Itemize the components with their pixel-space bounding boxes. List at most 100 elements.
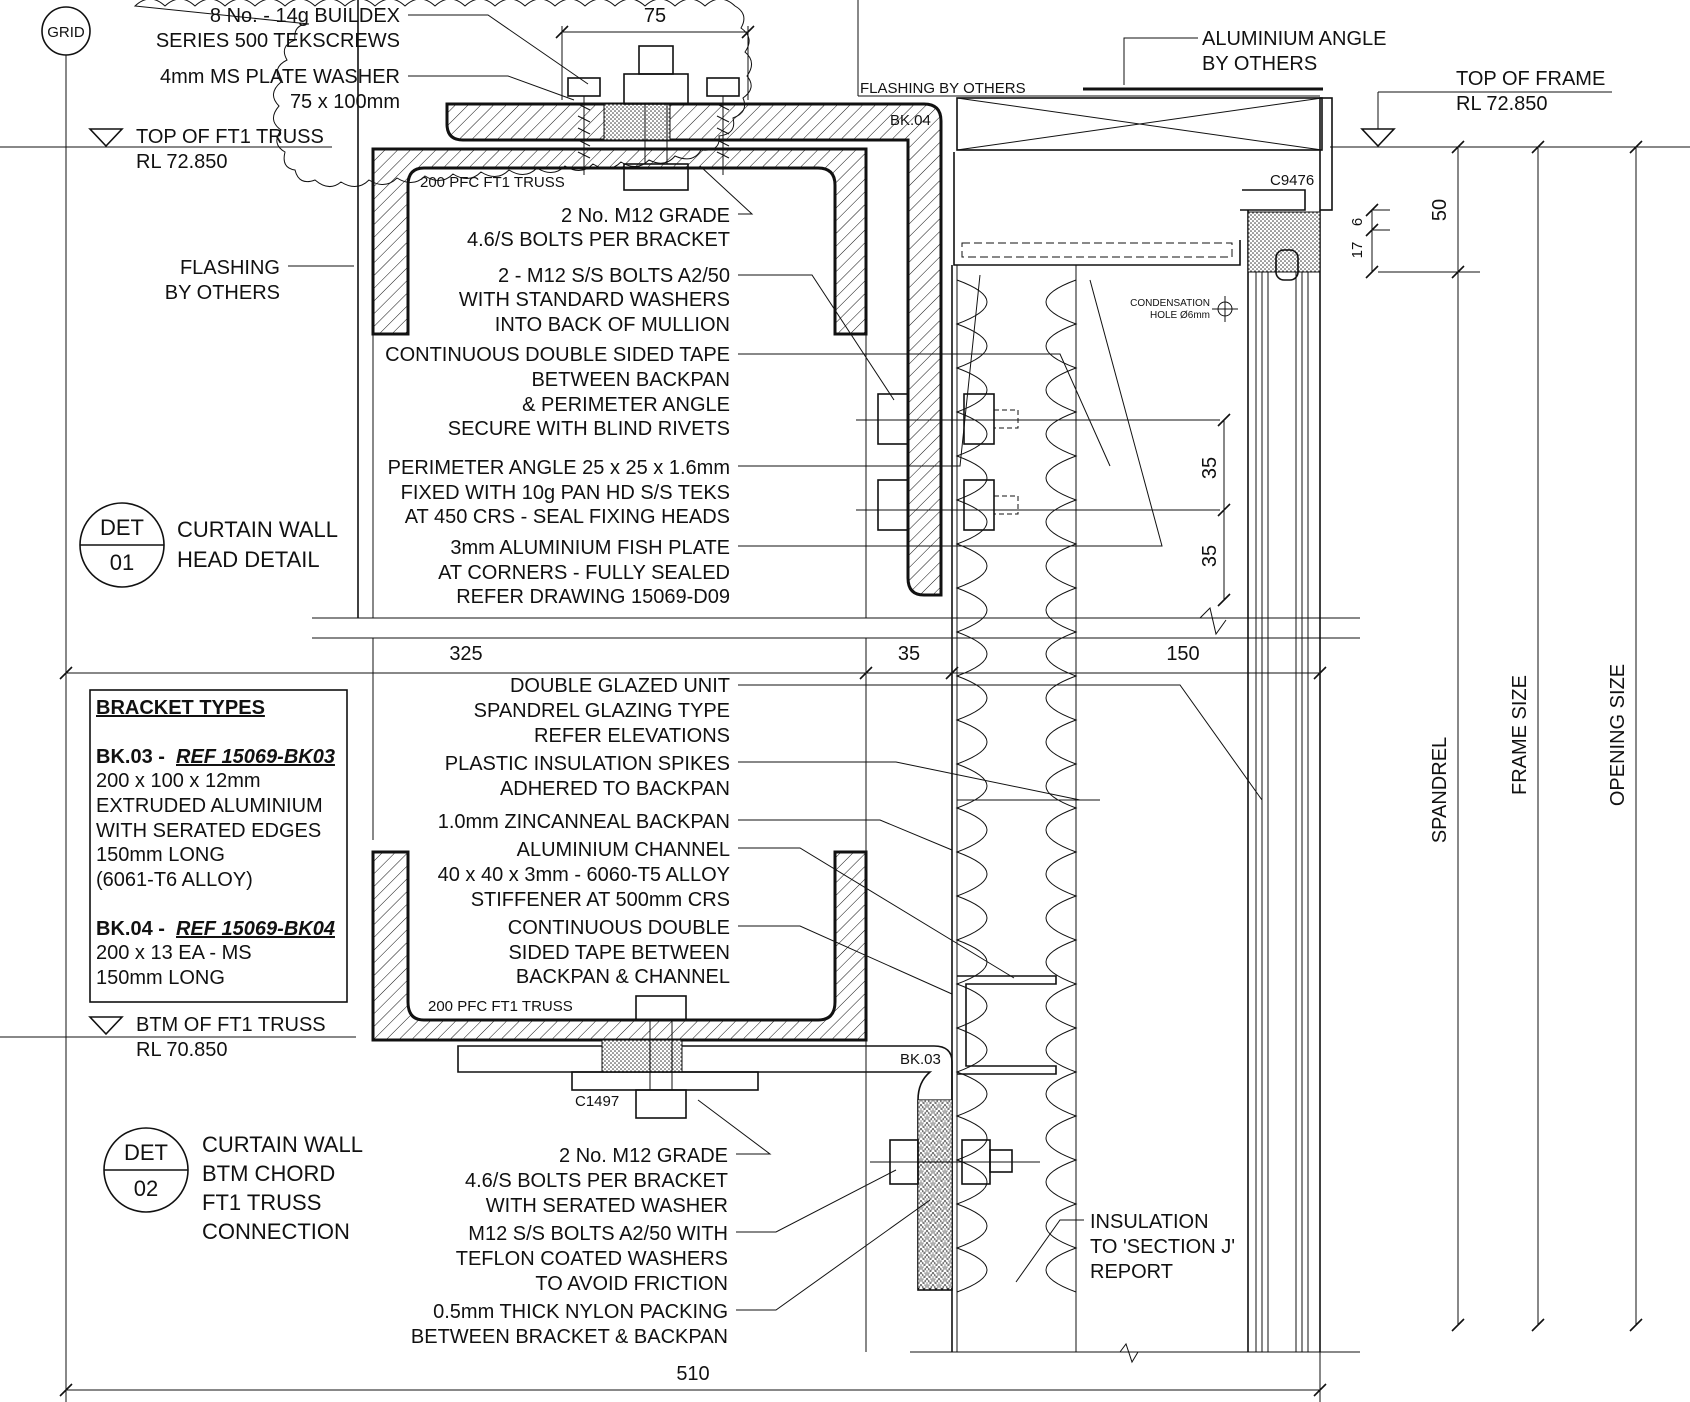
bt-bk04-2: 150mm LONG <box>96 967 225 989</box>
bk03-label: BK.03 <box>900 1051 941 1068</box>
transom-frame: C9476 <box>953 87 1333 266</box>
det01-det: DET <box>100 515 144 540</box>
mid-notes: DOUBLE GLAZED UNIT SPANDREL GLAZING TYPE… <box>438 675 1263 995</box>
note-flashing-1: FLASHING <box>180 257 280 279</box>
note-tape-2: BETWEEN BACKPAN <box>531 369 730 391</box>
note-btm-bolts-2: 4.6/S BOLTS PER BRACKET <box>465 1170 728 1192</box>
condensation-line2: HOLE Ø6mm <box>1150 310 1210 321</box>
dim-50: 50 <box>1429 199 1451 221</box>
bt-bk03-3: WITH SERATED EDGES <box>96 820 321 842</box>
det02-det: DET <box>124 1140 168 1165</box>
det01-title-1: CURTAIN WALL <box>177 517 338 542</box>
btm-packing <box>601 1039 683 1073</box>
note-tape-4: SECURE WITH BLIND RIVETS <box>448 418 730 440</box>
dim-510: 510 <box>676 1363 709 1385</box>
note-nylon-2: BETWEEN BRACKET & BACKPAN <box>411 1326 728 1348</box>
c1497-label: C1497 <box>575 1093 619 1110</box>
note-ss-bolts-3: INTO BACK OF MULLION <box>495 314 730 336</box>
dim-35-h: 35 <box>898 643 920 665</box>
al-angle-line2: BY OTHERS <box>1202 53 1317 75</box>
note-angle-3: AT 450 CRS - SEAL FIXING HEADS <box>405 506 730 528</box>
bt-heading: BRACKET TYPES <box>96 697 265 719</box>
btm-notes: 2 No. M12 GRADE 4.6/S BOLTS PER BRACKET … <box>411 1099 1235 1348</box>
note-btm-bolts-1: 2 No. M12 GRADE <box>559 1145 728 1167</box>
note-channel-2: 40 x 40 x 3mm - 6060-T5 ALLOY <box>438 864 730 886</box>
grid-bubble-label: GRID <box>47 24 85 41</box>
note-dgu-2: SPANDREL GLAZING TYPE <box>474 700 730 722</box>
note-flashing-2: BY OTHERS <box>165 282 280 304</box>
dim-spandrel: SPANDREL <box>1429 737 1451 843</box>
dims-row: 325 35 150 75 <box>59 5 1327 1352</box>
btm-ss-bolt <box>870 1139 1040 1185</box>
pfc-truss-top <box>371 147 868 336</box>
pfc-truss-bottom <box>371 850 868 1042</box>
det02-title-4: CONNECTION <box>202 1219 350 1244</box>
note-dgu-3: REFER ELEVATIONS <box>534 725 730 747</box>
dim-325: 325 <box>449 643 482 665</box>
note-ss-bolts-2: WITH STANDARD WASHERS <box>459 289 730 311</box>
head-bolt <box>623 45 689 191</box>
dim-510-group: 510 <box>59 1352 1327 1402</box>
dim-150: 150 <box>1166 643 1199 665</box>
bt-bk04-ref: REF 15069-BK04 <box>176 918 335 940</box>
top-frame-label: TOP OF FRAME <box>1456 68 1605 90</box>
note-tekscrews-1: 8 No. - 14g BUILDEX <box>210 5 400 27</box>
grid-marker: GRID <box>41 6 91 1402</box>
bt-bk03-ref: REF 15069-BK03 <box>176 746 335 768</box>
bt-bk03-1: 200 x 100 x 12mm <box>96 770 261 792</box>
nylon-packing <box>918 1100 952 1288</box>
dim-opening-size: OPENING SIZE <box>1607 664 1629 806</box>
note-tekscrews-2: SERIES 500 TEKSCREWS <box>156 30 400 52</box>
note-tape2-1: CONTINUOUS DOUBLE <box>508 917 730 939</box>
top-frame-level-triangle <box>1360 128 1396 148</box>
top-truss-level-triangle <box>88 128 124 148</box>
note-fish-2: AT CORNERS - FULLY SEALED <box>438 562 730 584</box>
ss-bolts-head <box>856 393 1220 531</box>
note-insul-3: REPORT <box>1090 1261 1173 1283</box>
note-channel-1: ALUMINIUM CHANNEL <box>517 839 730 861</box>
plate-washer <box>603 103 671 141</box>
bracket-types-box: BRACKET TYPES BK.03 - REF 15069-BK03 200… <box>89 689 348 1003</box>
bk04-label: BK.04 <box>890 112 931 129</box>
det02-num: 02 <box>134 1176 158 1201</box>
note-dgu-1: DOUBLE GLAZED UNIT <box>510 675 730 697</box>
vert-dims-35: 35 35 <box>1199 413 1231 607</box>
truss-top-label: 200 PFC FT1 TRUSS <box>420 174 565 191</box>
note-insul-1: INSULATION <box>1090 1211 1209 1233</box>
truss-btm-label: 200 PFC FT1 TRUSS <box>428 998 573 1015</box>
note-spikes-1: PLASTIC INSULATION SPIKES <box>445 753 730 775</box>
det02-title-2: BTM CHORD <box>202 1161 335 1186</box>
note-btm-bolts-3: WITH SERATED WASHER <box>486 1195 728 1217</box>
note-tape2-3: BACKPAN & CHANNEL <box>516 966 730 988</box>
note-insul-2: TO 'SECTION J' <box>1090 1236 1235 1258</box>
det01-title: DET 01 CURTAIN WALL HEAD DETAIL <box>79 502 338 588</box>
aluminium-channel <box>957 975 1057 1075</box>
top-truss-label: TOP OF FT1 TRUSS <box>136 126 324 148</box>
bt-bk03-4: 150mm LONG <box>96 844 225 866</box>
note-tape-1: CONTINUOUS DOUBLE SIDED TAPE <box>385 344 730 366</box>
note-bolts-2: 4.6/S BOLTS PER BRACKET <box>467 229 730 251</box>
note-backpan: 1.0mm ZINCANNEAL BACKPAN <box>438 811 730 833</box>
det02-title-1: CURTAIN WALL <box>202 1132 363 1157</box>
det02-title: DET 02 CURTAIN WALL BTM CHORD FT1 TRUSS … <box>103 1127 363 1244</box>
det01-title-2: HEAD DETAIL <box>177 547 320 572</box>
bt-bk03-code: BK.03 - <box>96 746 165 768</box>
note-tape2-2: SIDED TAPE BETWEEN <box>508 942 730 964</box>
btm-bolt <box>635 995 687 1119</box>
dim-6: 6 <box>1349 218 1366 226</box>
flashing-by-others-top: FLASHING BY OTHERS <box>860 80 1026 97</box>
btm-truss-level-triangle <box>88 1016 124 1036</box>
head-notes: 8 No. - 14g BUILDEX SERIES 500 TEKSCREWS… <box>156 5 1163 608</box>
det01-num: 01 <box>110 550 134 575</box>
bk04-angle-bracket <box>445 102 943 597</box>
note-channel-3: STIFFENER AT 500mm CRS <box>471 889 730 911</box>
note-bolts-1: 2 No. M12 GRADE <box>561 205 730 227</box>
top-frame-rl: RL 72.850 <box>1456 93 1548 115</box>
btm-truss-rl: RL 70.850 <box>136 1039 228 1061</box>
note-ss-bolts-1: 2 - M12 S/S BOLTS A2/50 <box>498 265 730 287</box>
note-spikes-2: ADHERED TO BACKPAN <box>500 778 730 800</box>
note-tape-3: & PERIMETER ANGLE <box>522 394 730 416</box>
note-washer-2: 75 x 100mm <box>290 91 400 113</box>
note-washer-1: 4mm MS PLATE WASHER <box>160 66 400 88</box>
